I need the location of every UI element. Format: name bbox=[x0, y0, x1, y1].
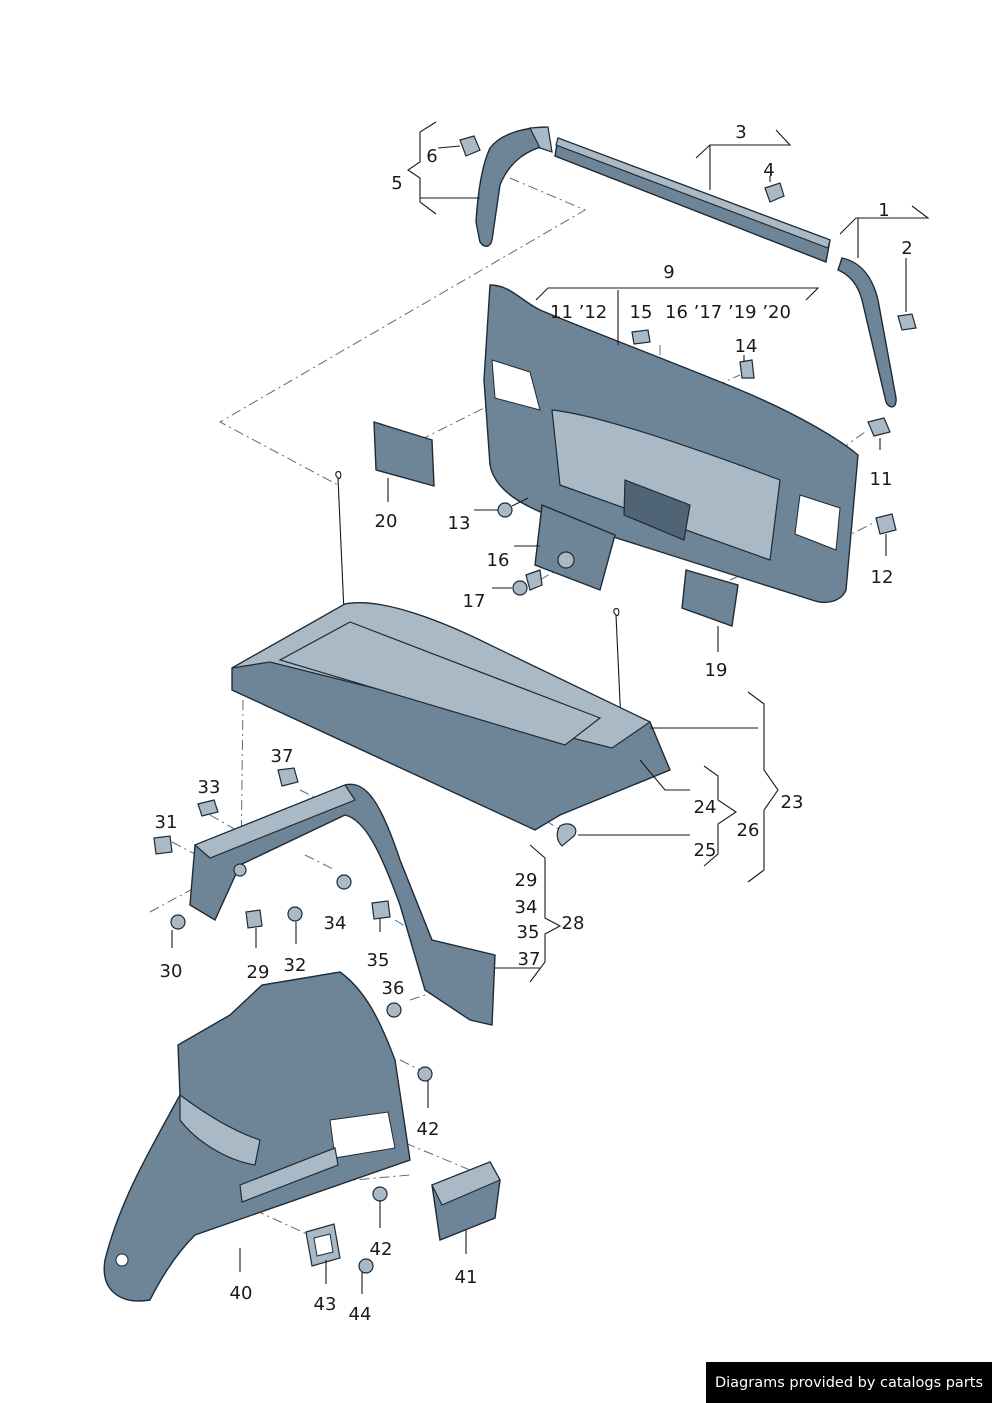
callout-label: 34 bbox=[324, 913, 347, 934]
callout-label: 36 bbox=[382, 978, 405, 999]
clip-33 bbox=[197, 799, 219, 817]
callout-label: 29 bbox=[247, 962, 270, 983]
clip-12 bbox=[875, 513, 897, 535]
callout-label: 16 ’17 ’19 ’20 bbox=[665, 302, 791, 323]
screw-13 bbox=[497, 497, 529, 518]
callout-label: 20 bbox=[375, 511, 398, 532]
cover-right-19 bbox=[681, 569, 739, 627]
callout-label: 13 bbox=[448, 513, 471, 534]
callout-label: 34 bbox=[515, 897, 538, 918]
callout-label: 25 bbox=[694, 840, 717, 861]
cover-41 bbox=[431, 1161, 501, 1241]
credit-banner: Diagrams provided by catalogs parts bbox=[706, 1362, 992, 1403]
leader-lines bbox=[171, 121, 930, 1294]
callout-label: 31 bbox=[155, 812, 178, 833]
screw-44 bbox=[358, 1258, 374, 1274]
screw-32 bbox=[287, 906, 303, 922]
callout-label: 41 bbox=[455, 1267, 478, 1288]
screw-34 bbox=[336, 874, 352, 890]
callout-label: 17 bbox=[463, 591, 486, 612]
clip-25 bbox=[556, 823, 577, 847]
cover-left-20 bbox=[373, 421, 435, 487]
callout-label: 9 bbox=[663, 262, 674, 283]
callout-label: 1 bbox=[878, 200, 889, 221]
callout-label: 2 bbox=[901, 238, 912, 259]
clip-37 bbox=[277, 767, 299, 787]
screw-42-upper bbox=[417, 1066, 433, 1082]
clip-29 bbox=[245, 909, 263, 929]
grip-cover-16 bbox=[534, 504, 616, 591]
callout-label: 4 bbox=[763, 160, 774, 181]
callout-label: 40 bbox=[230, 1283, 253, 1304]
callout-label: 42 bbox=[370, 1239, 393, 1260]
side-trim-panel-40 bbox=[103, 971, 411, 1302]
callout-label: 42 bbox=[417, 1119, 440, 1140]
callout-label: 19 bbox=[705, 660, 728, 681]
clip-15 bbox=[631, 329, 651, 345]
callout-label: 5 bbox=[391, 173, 402, 194]
callout-label: 14 bbox=[735, 336, 758, 357]
clip-4 bbox=[764, 182, 785, 203]
clip-2 bbox=[897, 313, 917, 331]
callout-labels: 1 2 3 4 5 6 9 11 ’12 15 16 ’17 ’19 ’20 1… bbox=[155, 122, 913, 1325]
callout-label: 11 bbox=[870, 469, 893, 490]
callout-label: 6 bbox=[426, 146, 437, 167]
clip-11 bbox=[867, 417, 891, 437]
callout-label: 35 bbox=[517, 922, 540, 943]
screw-36 bbox=[386, 1002, 402, 1018]
cargo-cover bbox=[231, 471, 671, 831]
callout-label: 16 bbox=[487, 550, 510, 571]
grommet-43 bbox=[305, 1223, 341, 1267]
callout-label: 3 bbox=[735, 122, 746, 143]
callout-label: 28 bbox=[562, 913, 585, 934]
callout-label: 43 bbox=[314, 1294, 337, 1315]
fastener-30 bbox=[170, 914, 186, 930]
top-center-trim-strip bbox=[554, 137, 831, 263]
fastener-17 bbox=[512, 569, 543, 596]
callout-label: 33 bbox=[198, 777, 221, 798]
callout-label: 35 bbox=[367, 950, 390, 971]
callout-label: 15 bbox=[630, 302, 653, 323]
callout-label: 11 ’12 bbox=[550, 302, 607, 323]
callout-label: 32 bbox=[284, 955, 307, 976]
callout-label: 26 bbox=[737, 820, 760, 841]
clip-31 bbox=[153, 835, 173, 855]
clip-35 bbox=[371, 900, 391, 920]
callout-label: 44 bbox=[349, 1304, 372, 1325]
callout-label: 24 bbox=[694, 797, 717, 818]
clip-6 bbox=[459, 135, 481, 157]
left-upper-trim-strip bbox=[475, 126, 553, 247]
side-trim-frame bbox=[189, 783, 496, 1026]
callout-label: 30 bbox=[160, 961, 183, 982]
right-upper-trim-strip bbox=[837, 257, 897, 408]
callout-label: 29 bbox=[515, 870, 538, 891]
callout-label: 37 bbox=[271, 746, 294, 767]
callout-label: 23 bbox=[781, 792, 804, 813]
clip-14 bbox=[739, 359, 755, 379]
callout-label: 37 bbox=[518, 949, 541, 970]
screw-42-lower bbox=[372, 1186, 388, 1202]
callout-label: 12 bbox=[871, 567, 894, 588]
